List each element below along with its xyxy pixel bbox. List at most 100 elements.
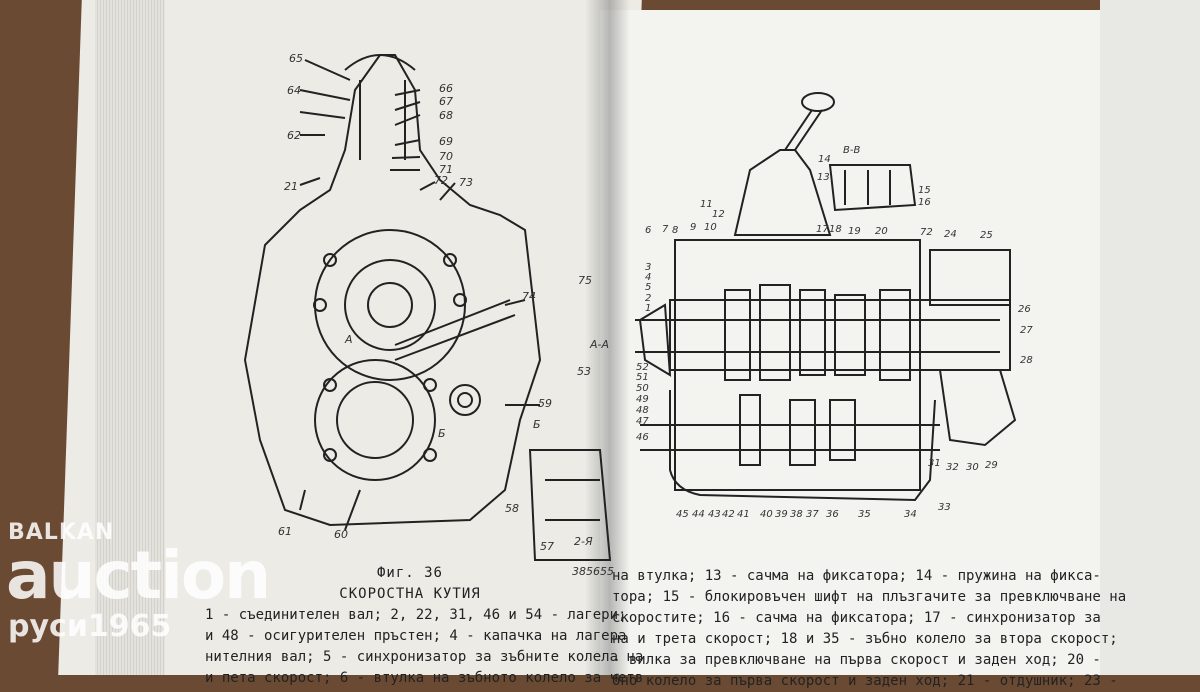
svg-text:1: 1	[645, 303, 651, 314]
svg-text:30: 30	[966, 462, 979, 473]
caption-line: бно колело за първа скорост и заден ход;…	[612, 673, 1118, 689]
svg-text:24: 24	[944, 229, 957, 240]
svg-text:11: 11	[700, 199, 713, 210]
book-photo: 65 66 64 67 68 62 69 70 71 21 72 73 74 7…	[6, 0, 1200, 689]
svg-text:41: 41	[737, 509, 750, 520]
svg-text:74: 74	[522, 290, 536, 303]
svg-text:43: 43	[708, 509, 721, 520]
right-caption: на втулка; 13 - сачма на фиксатора; 14 -…	[612, 566, 1127, 692]
svg-text:44: 44	[692, 509, 705, 520]
svg-text:46: 46	[636, 432, 649, 443]
svg-text:5: 5	[645, 282, 651, 293]
svg-text:7: 7	[662, 224, 669, 235]
svg-text:75: 75	[578, 274, 592, 287]
svg-text:58: 58	[505, 502, 519, 515]
svg-text:3: 3	[645, 262, 651, 273]
svg-text:62: 62	[287, 129, 301, 142]
svg-text:25: 25	[980, 230, 993, 241]
svg-text:15: 15	[918, 185, 931, 196]
gearbox-section-drawing: 14 В-В 13 15 16 11 12 8 9 10 17 18 19 20…	[635, 92, 1033, 520]
gearbox-front-drawing: 65 66 64 67 68 62 69 70 71 21 72 73 74 7…	[243, 52, 614, 578]
caption-line: и пета скорост; 6 - втулка на зъбното ко…	[205, 670, 644, 686]
svg-text:69: 69	[439, 135, 453, 148]
svg-text:А-А: А-А	[589, 338, 609, 351]
svg-text:39: 39	[775, 509, 788, 520]
right-page-edge	[1100, 0, 1200, 675]
caption-line: на и трета скорост; 18 и 35 - зъбно коле…	[612, 631, 1118, 647]
svg-text:В-В: В-В	[843, 145, 860, 156]
svg-text:12: 12	[712, 209, 725, 220]
svg-text:64: 64	[287, 84, 301, 97]
svg-text:61: 61	[278, 525, 292, 538]
svg-text:16: 16	[918, 197, 931, 208]
svg-text:17: 17	[816, 224, 829, 235]
caption-line: и 48 - осигурителен пръстен; 4 - капачка…	[205, 628, 627, 644]
figure-label: Фиг. 36	[376, 565, 443, 581]
svg-text:73: 73	[459, 176, 473, 189]
svg-text:27: 27	[1020, 325, 1033, 336]
svg-text:10: 10	[704, 222, 717, 233]
book-gutter	[585, 0, 630, 675]
svg-text:71: 71	[439, 163, 453, 176]
watermark-user: руси1965	[8, 609, 172, 644]
caption-line: на втулка; 13 - сачма на фиксатора; 14 -…	[612, 568, 1101, 584]
right-drawing-labels: 14 В-В 13 15 16 11 12 8 9 10 17 18 19 20…	[636, 145, 1033, 520]
svg-text:18: 18	[829, 224, 842, 235]
caption-line: - вилка за превключване на първа скорост…	[612, 652, 1101, 668]
watermark: BALKAN auction руси1965	[6, 520, 271, 644]
watermark-brand-small: BALKAN	[8, 520, 115, 545]
svg-text:49: 49	[636, 394, 649, 405]
svg-text:42: 42	[722, 509, 735, 520]
caption-line: 1 - съединителен вал; 2, 22, 31, 46 и 54…	[205, 607, 627, 623]
svg-text:57: 57	[540, 540, 554, 553]
svg-text:2-Я: 2-Я	[574, 535, 593, 548]
svg-text:52: 52	[636, 362, 649, 373]
svg-text:32: 32	[946, 462, 959, 473]
svg-text:35: 35	[858, 509, 871, 520]
svg-text:67: 67	[439, 95, 453, 108]
svg-text:31: 31	[928, 458, 941, 469]
svg-text:72: 72	[920, 227, 933, 238]
svg-text:33: 33	[938, 502, 951, 513]
svg-text:59: 59	[538, 397, 552, 410]
svg-text:29: 29	[985, 460, 998, 471]
svg-text:47: 47	[636, 416, 649, 427]
svg-text:65: 65	[289, 52, 303, 65]
page-stack	[95, 0, 165, 675]
svg-text:26: 26	[1018, 304, 1031, 315]
svg-text:А: А	[344, 333, 353, 346]
svg-text:37: 37	[806, 509, 819, 520]
svg-text:21: 21	[284, 180, 298, 193]
caption-line: тора; 15 - блокировъчен шифт на плъзгачи…	[612, 589, 1127, 605]
watermark-brand-big: auction	[6, 537, 271, 614]
svg-text:51: 51	[636, 372, 649, 383]
svg-text:28: 28	[1020, 355, 1033, 366]
svg-text:36: 36	[826, 509, 839, 520]
svg-text:48: 48	[636, 405, 649, 416]
svg-text:68: 68	[439, 109, 453, 122]
svg-text:38: 38	[790, 509, 803, 520]
caption-line: скоростите; 16 - сачма на фиксатора; 17 …	[612, 610, 1101, 626]
svg-text:56: 56	[586, 565, 600, 578]
svg-text:4: 4	[645, 272, 651, 283]
svg-text:14: 14	[818, 154, 831, 165]
left-drawing-labels: 65 66 64 67 68 62 69 70 71 21 72 73 74 7…	[278, 52, 614, 578]
svg-text:60: 60	[334, 528, 348, 541]
svg-text:20: 20	[875, 226, 888, 237]
caption-line: нителния вал; 5 - синхронизатор за зъбни…	[205, 649, 644, 665]
svg-text:38: 38	[572, 565, 586, 578]
svg-text:66: 66	[439, 82, 453, 95]
figure-title: СКОРОСТНА КУТИЯ	[339, 586, 481, 602]
svg-text:Б: Б	[438, 427, 446, 440]
svg-text:8: 8	[672, 225, 678, 236]
svg-text:53: 53	[577, 365, 591, 378]
svg-text:34: 34	[904, 509, 917, 520]
svg-text:6: 6	[645, 225, 651, 236]
svg-text:13: 13	[817, 172, 830, 183]
svg-text:70: 70	[439, 150, 453, 163]
svg-text:55: 55	[600, 565, 614, 578]
svg-text:40: 40	[760, 509, 773, 520]
svg-text:2: 2	[645, 293, 651, 304]
svg-text:50: 50	[636, 383, 649, 394]
svg-text:9: 9	[690, 222, 696, 233]
